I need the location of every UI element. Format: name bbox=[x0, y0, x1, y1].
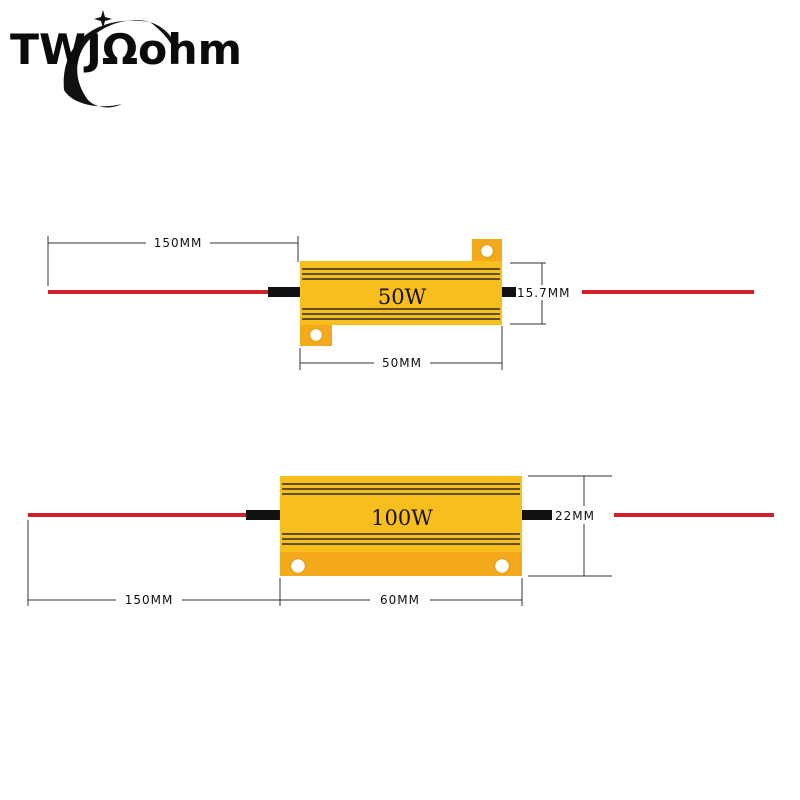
dimension-body-length bbox=[299, 326, 503, 370]
brand-logo: TWJΩohm bbox=[10, 10, 242, 108]
dim-lead-label: 150MM bbox=[125, 593, 174, 607]
left-lead bbox=[268, 287, 300, 297]
right-lead bbox=[502, 287, 516, 297]
mount-hole-top bbox=[479, 243, 495, 259]
dimension-height bbox=[510, 262, 546, 325]
mount-hole-right bbox=[493, 557, 511, 575]
left-wire bbox=[28, 513, 250, 517]
dim-lead-label: 150MM bbox=[154, 236, 203, 250]
dim-height-label: 22MM bbox=[555, 509, 595, 523]
heat-fins bbox=[302, 268, 500, 320]
right-wire bbox=[582, 290, 754, 294]
right-lead bbox=[522, 510, 552, 520]
logo-swoosh-arc bbox=[63, 20, 150, 108]
left-lead bbox=[246, 510, 280, 520]
dim-length-label: 60MM bbox=[380, 593, 420, 607]
power-rating-label: 100W bbox=[371, 506, 433, 530]
mount-hole-left bbox=[289, 557, 307, 575]
resistor-50w: 50W 150MM 50MM 15.7MM bbox=[47, 236, 754, 370]
logo-text: TWJΩohm bbox=[10, 25, 242, 74]
mounting-base bbox=[280, 548, 522, 576]
right-wire bbox=[614, 513, 774, 517]
mount-hole-bottom bbox=[308, 327, 324, 343]
dim-length-label: 50MM bbox=[382, 356, 422, 370]
dimension-body-length bbox=[280, 578, 523, 606]
dim-height-label: 15.7MM bbox=[517, 286, 570, 300]
logo-sparkle-icon bbox=[94, 10, 112, 28]
resistor-100w: 100W 150MM 60MM 22MM bbox=[27, 475, 774, 607]
logo-swoosh-tail bbox=[150, 22, 179, 62]
dimension-lead-length bbox=[47, 236, 299, 286]
dimension-lead-length bbox=[27, 520, 281, 606]
power-rating-label: 50W bbox=[378, 285, 427, 309]
heat-fins bbox=[282, 483, 520, 545]
left-wire bbox=[48, 290, 270, 294]
dimension-height bbox=[528, 475, 612, 577]
